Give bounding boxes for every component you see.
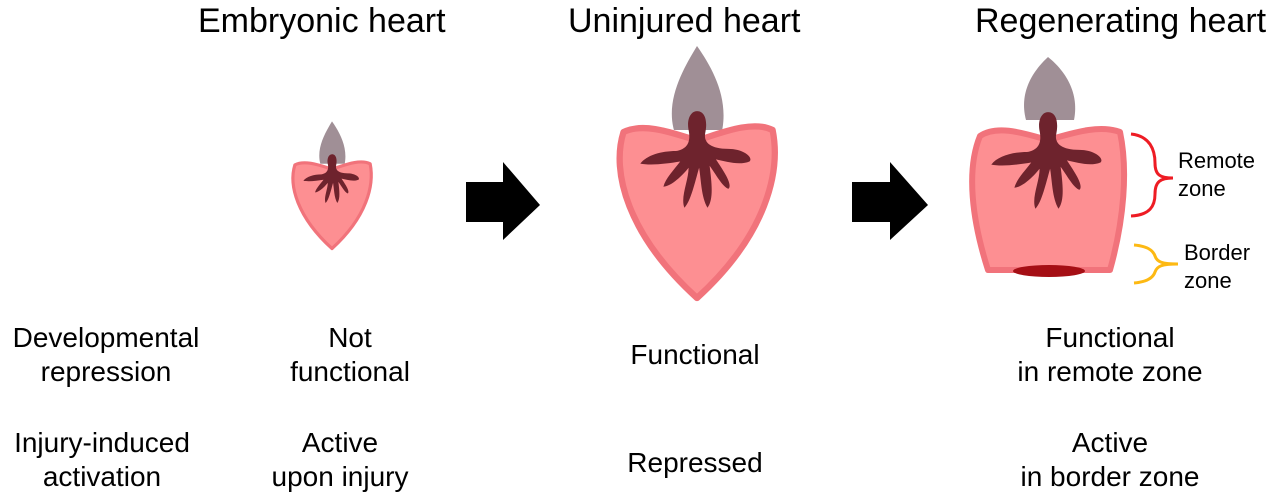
row-label-developmental-repression: Developmental repression [12,322,200,387]
row-label-injury-induced-activation: Injury-induced activation [14,427,190,492]
regenerating-injury-value: Active in border zone [1020,427,1200,492]
border-zone-brace-icon [1133,243,1179,285]
regenerating-heart-illustration [969,57,1128,277]
title-uninjured-heart: Uninjured heart [568,2,801,40]
remote-zone-brace-icon [1130,132,1174,218]
embryonic-injury-value: Active upon injury [271,427,409,492]
arrow-right-icon [852,162,928,240]
embryonic-developmental-value: Not functional [290,322,410,387]
uninjured-heart-illustration [620,46,775,298]
title-regenerating-heart: Regenerating heart [975,2,1267,40]
uninjured-developmental-value: Functional [630,339,760,370]
embryonic-heart-illustration [291,119,373,251]
regenerating-developmental-value: Functional in remote zone [1017,322,1203,387]
arrow-right-icon [466,162,540,240]
title-embryonic-heart: Embryonic heart [198,2,446,40]
uninjured-injury-value: Repressed [627,447,763,478]
